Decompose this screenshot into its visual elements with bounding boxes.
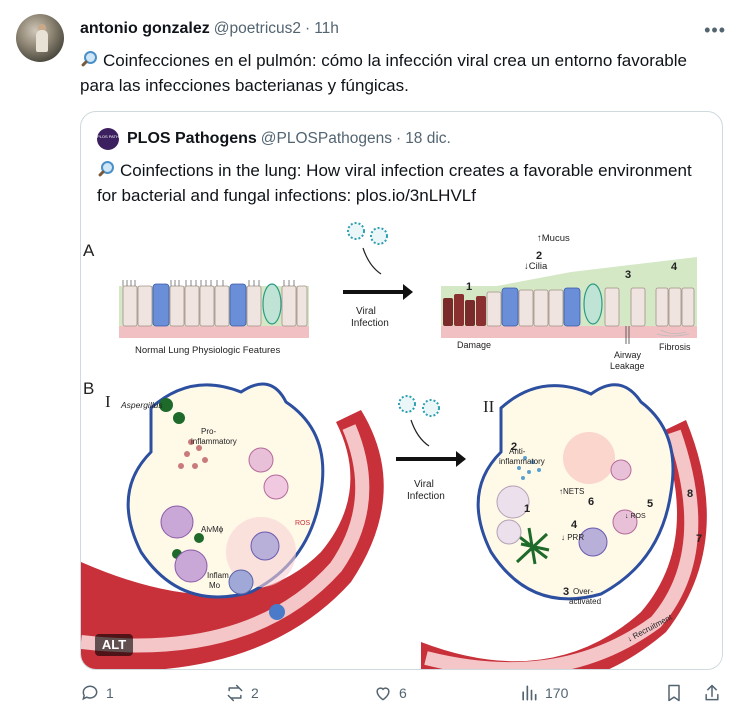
b-num-4: 4: [571, 519, 578, 531]
normal-lung-label: Normal Lung Physiologic Features: [135, 345, 280, 356]
b-num-6: 6: [588, 496, 594, 508]
avatar-figure-body: [36, 30, 48, 52]
quoted-author-name[interactable]: PLOS Pathogens: [127, 130, 257, 147]
views-icon: [522, 685, 537, 701]
damaged-epithelium: [441, 257, 697, 344]
retweet-icon: [227, 684, 243, 702]
cilia-label: ↓Cilia: [524, 261, 548, 272]
nets-label: ↑NETS: [559, 487, 584, 496]
panel-a-label: A: [83, 241, 95, 260]
author-avatar[interactable]: [16, 14, 64, 62]
header-separator: ·: [305, 20, 311, 37]
aspergillus-label: Aspergillus: [120, 400, 163, 410]
reply-button[interactable]: 1: [80, 683, 114, 703]
share-button[interactable]: [702, 683, 728, 703]
prr-label: ↓ PRR: [561, 533, 584, 542]
alvm-label: AlvMϕ: [201, 525, 224, 534]
mucus-label: ↑Mucus: [537, 233, 570, 244]
alt-badge[interactable]: ALT: [95, 634, 133, 656]
quoted-avatar[interactable]: PLOS PATHOGENS: [97, 128, 133, 150]
virus-icons-a: [347, 222, 388, 245]
inflam-mo-1: Inflam: [207, 571, 229, 580]
reply-icon: [82, 685, 98, 701]
a-num-4: 4: [671, 261, 678, 273]
tweet-timestamp[interactable]: 11h: [314, 20, 339, 37]
viral-infection-b-1: Viral: [414, 479, 434, 490]
author-name[interactable]: antonio gonzalez: [80, 20, 210, 37]
action-bar: 1 2 6 170: [80, 683, 728, 713]
a-num-3: 3: [625, 269, 631, 281]
quoted-body: Coinfections in the lung: How viral infe…: [97, 161, 692, 205]
panel-b-label: B: [83, 379, 94, 398]
ros-down-label: ↓ ROS: [625, 513, 646, 520]
airway-leakage-label-2: Leakage: [610, 361, 645, 371]
viral-infection-a-1: Viral: [356, 306, 376, 317]
roman-1-label: I: [105, 392, 111, 411]
anti-inflammatory-1: Anti-: [509, 447, 526, 456]
quoted-separator: ·: [396, 130, 402, 147]
like-button[interactable]: 6: [373, 683, 407, 703]
b-num-3: 3: [563, 586, 569, 598]
inflam-mo-2: Mo: [209, 581, 221, 590]
author-handle[interactable]: @poetricus2: [213, 20, 302, 37]
virus-icons-b: [398, 395, 440, 417]
over-activated-1: Over-: [573, 587, 593, 596]
viral-infection-b-2: Infection: [407, 491, 445, 502]
retweet-count: 2: [251, 685, 259, 701]
a-num-2: 2: [536, 250, 542, 262]
b-num-1: 1: [524, 503, 530, 515]
like-count: 6: [399, 685, 407, 701]
quoted-text: Coinfections in the lung: How viral infe…: [97, 158, 707, 208]
quoted-tweet[interactable]: PLOS PATHOGENS PLOS Pathogens @PLOSPatho…: [80, 111, 723, 670]
views-count: 170: [545, 685, 569, 701]
bookmark-button[interactable]: [664, 683, 690, 703]
bookmark-icon: [668, 684, 680, 702]
over-activated-2: activated: [569, 597, 601, 606]
vessel-left: [81, 410, 384, 669]
quoted-timestamp[interactable]: 18 dic.: [405, 130, 451, 147]
quoted-figure-image[interactable]: A Normal Lung Physiologic Features: [81, 222, 722, 669]
magnifier-icon: [80, 51, 97, 68]
a-num-1: 1: [466, 281, 472, 293]
heart-icon: [376, 687, 390, 701]
views-button[interactable]: 170: [519, 683, 568, 703]
ros-label-left: ROS: [295, 520, 311, 527]
more-icon[interactable]: •••: [704, 20, 726, 40]
anti-inflammatory-2: inflammatory: [499, 457, 545, 466]
tweet-text: Coinfecciones en el pulmón: cómo la infe…: [80, 48, 710, 98]
tweet-header: antonio gonzalez @poetricus2 · 11h: [80, 20, 339, 38]
airway-leakage-label-1: Airway: [614, 350, 642, 360]
alveolus-right: [476, 383, 675, 601]
damage-label: Damage: [457, 340, 491, 350]
quoted-header: PLOS PATHOGENS PLOS Pathogens @PLOSPatho…: [97, 128, 451, 150]
alveolus-left: [126, 382, 325, 620]
quoted-author-handle[interactable]: @PLOSPathogens: [260, 130, 393, 147]
viral-infection-a-2: Infection: [351, 318, 389, 329]
pro-inflammatory-1: Pro-: [201, 427, 216, 436]
pro-inflammatory-2: inflammatory: [191, 437, 237, 446]
vessel-right: [421, 420, 707, 669]
avatar-figure-head: [38, 24, 46, 32]
normal-epithelium: [119, 280, 309, 338]
share-icon: [705, 684, 719, 701]
b-num-5: 5: [647, 498, 653, 510]
roman-2-label: II: [483, 397, 495, 416]
b-num-8: 8: [687, 488, 693, 500]
fibrosis-label: Fibrosis: [659, 342, 691, 352]
b-num-2: 2: [511, 441, 517, 453]
b-num-7: 7: [696, 533, 702, 545]
magnifier-icon: [97, 161, 114, 178]
reply-count: 1: [106, 685, 114, 701]
tweet-body: Coinfecciones en el pulmón: cómo la infe…: [80, 51, 687, 95]
retweet-button[interactable]: 2: [225, 683, 259, 703]
